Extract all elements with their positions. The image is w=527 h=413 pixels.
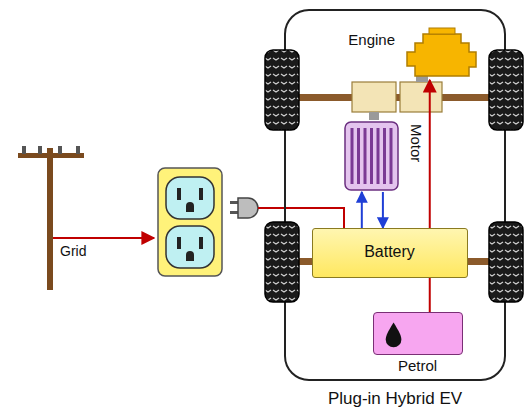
motor-winding	[351, 128, 354, 184]
outlet-plate	[158, 168, 222, 276]
wheel	[265, 50, 299, 130]
insulator	[22, 146, 26, 154]
ground-hole	[186, 251, 194, 261]
wheel	[265, 222, 299, 302]
figure-caption: Plug-in Hybrid EV	[328, 389, 462, 409]
supply-arrow	[53, 237, 154, 239]
component-label: Engine	[348, 31, 395, 48]
slot	[199, 188, 203, 200]
wheel	[489, 222, 523, 302]
car-outline	[285, 10, 505, 380]
motor-winding	[377, 128, 380, 184]
vehicle-body: EngineMotorBatteryPetrolPlug-in Hybrid E…	[285, 10, 505, 380]
motor-housing	[345, 122, 398, 190]
component-label: Motor	[408, 124, 425, 162]
motor-winding	[383, 128, 386, 184]
power-flow-arrow	[382, 192, 384, 228]
insulator	[58, 146, 62, 154]
slot	[177, 237, 181, 249]
engine-block	[407, 34, 476, 76]
wheel	[489, 50, 523, 130]
utility-pole	[18, 146, 84, 290]
motor-winding	[357, 128, 360, 184]
motor-shaft	[369, 112, 379, 120]
motor-icon	[343, 120, 400, 192]
engine-icon	[405, 25, 480, 80]
battery-pack: Battery	[312, 228, 468, 278]
ground-hole	[186, 202, 194, 212]
motor-winding	[364, 128, 367, 184]
charging-plug	[230, 198, 258, 218]
wheels	[265, 50, 523, 302]
pole-crossarm	[18, 153, 84, 158]
receptacle	[166, 226, 214, 268]
power-flow-arrow	[361, 192, 363, 228]
component-label: Petrol	[398, 357, 437, 374]
electric-motor: Motor	[343, 120, 400, 192]
slot	[177, 188, 181, 200]
motor-winding	[370, 128, 373, 184]
motor-gearbox	[352, 82, 396, 112]
engine-unit: Engine	[405, 25, 480, 80]
engine-cap	[429, 28, 455, 34]
fuel-icon	[374, 313, 462, 354]
receptacle	[166, 177, 214, 219]
source-label: Grid	[60, 243, 86, 259]
wall-outlet	[158, 168, 222, 276]
motor-winding	[390, 128, 393, 184]
pole-post	[47, 148, 53, 290]
insulator	[76, 146, 80, 154]
fuel-drop	[386, 323, 402, 348]
prong	[230, 211, 238, 214]
plug-body	[238, 198, 258, 218]
insulator	[38, 146, 42, 154]
component-label: Battery	[364, 243, 415, 261]
prong	[230, 201, 238, 204]
fuel-tank: Petrol	[373, 312, 463, 355]
engine-gearbox	[400, 82, 442, 112]
slot	[199, 237, 203, 249]
